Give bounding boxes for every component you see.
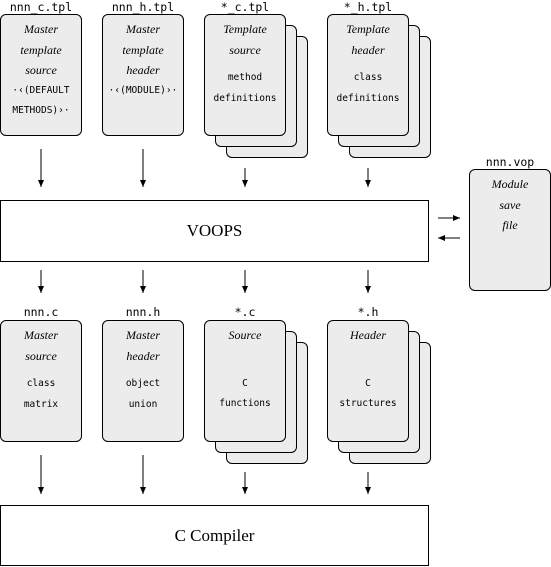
card-code-line: definitions — [213, 92, 277, 104]
card-line: Master — [126, 328, 160, 342]
card-code-line: definitions — [336, 92, 400, 104]
card-code-line: ·‹(DEFAULT — [12, 84, 70, 96]
card-code-line: structures — [339, 398, 397, 409]
master-template-source-card: Master template source ·‹(DEFAULT METHOD… — [0, 14, 82, 136]
master-source-card: Master source class matrix — [0, 320, 82, 442]
filename-star-h-tpl: *_h.tpl — [343, 0, 393, 14]
c-compiler-box: C Compiler — [0, 505, 429, 566]
card-line: source — [25, 348, 57, 363]
source-card: Source C functions — [204, 320, 286, 442]
header-card: Header C structures — [327, 320, 409, 442]
filename-nnn-h-tpl: nnn_h.tpl — [111, 0, 175, 14]
card-line: save — [499, 197, 521, 212]
card-code-line: union — [128, 398, 158, 410]
card-line: Module — [491, 177, 529, 191]
card-code-line: method — [227, 72, 263, 83]
card-line: header — [351, 42, 385, 57]
card-code-line: METHODS)›· — [12, 105, 70, 116]
voops-box: VOOPS — [0, 200, 429, 262]
master-header-card: Master header object union — [102, 320, 184, 442]
filename-nnn-h: nnn.h — [125, 305, 161, 319]
filename-nnn-c: nnn.c — [23, 305, 59, 319]
filename-nnn-c-tpl: nnn_c.tpl — [9, 0, 73, 14]
card-line: Template — [346, 22, 390, 36]
card-code-line: C — [365, 377, 371, 389]
card-code-line: class — [353, 72, 383, 83]
card-line: Template — [223, 22, 267, 36]
master-template-header-card: Master template header ·‹(MODULE)›· — [102, 14, 184, 136]
card-code-line: class — [26, 378, 56, 389]
card-line: file — [502, 218, 518, 232]
filename-star-c-tpl: *_c.tpl — [220, 0, 270, 14]
card-code-line: object — [125, 378, 161, 389]
card-code-line: C — [242, 377, 248, 389]
card-line: template — [20, 42, 62, 57]
card-line: Master — [126, 22, 160, 36]
template-header-card: Template header class definitions — [327, 14, 409, 136]
card-line: Master — [24, 328, 58, 342]
card-code-line: functions — [219, 398, 271, 409]
module-save-file-card: Module save file — [469, 169, 551, 291]
filename-star-h: *.h — [357, 305, 379, 319]
card-code-line: ·‹(MODULE)›· — [108, 84, 178, 96]
card-line: template — [122, 42, 164, 57]
card-line: header — [126, 63, 160, 77]
card-line: Master — [24, 22, 58, 36]
card-code-line: matrix — [23, 398, 59, 410]
card-line: header — [126, 348, 160, 363]
filename-nnn-vop: nnn.vop — [485, 155, 535, 169]
card-line: source — [229, 42, 261, 57]
template-source-card: Template source method definitions — [204, 14, 286, 136]
card-line: source — [25, 63, 57, 77]
filename-star-c: *.c — [234, 305, 256, 319]
card-line: Source — [228, 328, 262, 342]
card-line: Header — [350, 328, 386, 342]
